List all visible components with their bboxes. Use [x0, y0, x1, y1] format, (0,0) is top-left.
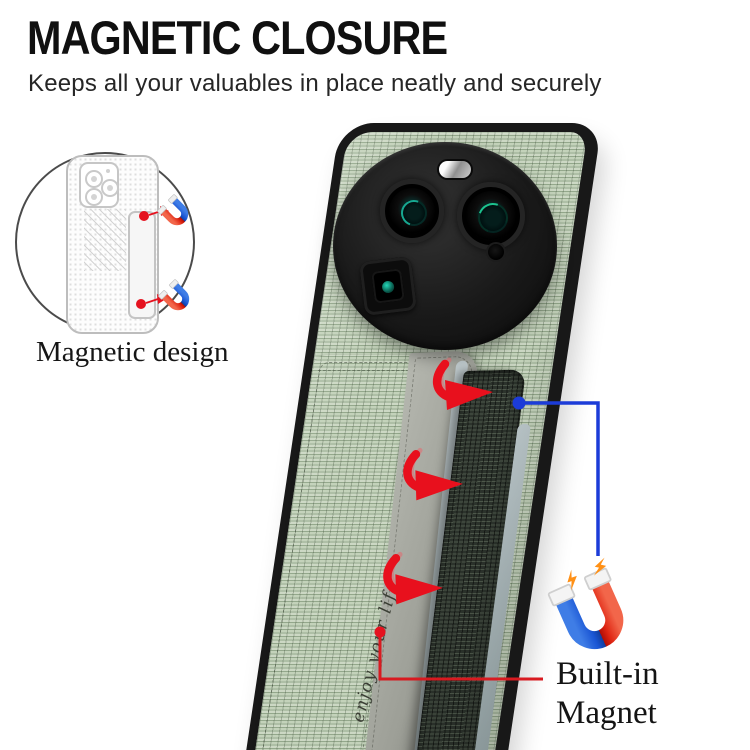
- magnetic-design-label: Magnetic design: [36, 336, 229, 368]
- sketch-lens-icon: [101, 179, 119, 197]
- sketch-flash-icon: [106, 169, 110, 173]
- sketch-hatch: [84, 209, 126, 271]
- page-subtitle: Keeps all your valuables in place neatly…: [28, 70, 602, 97]
- page-title: MAGNETIC CLOSURE: [27, 11, 448, 64]
- phone-sketch: [66, 155, 159, 334]
- camera-module: [333, 142, 557, 350]
- lightning-spark-icon: [593, 557, 607, 576]
- built-in-magnet-label: Built-in Magnet: [556, 655, 659, 733]
- lightning-spark-icon: [567, 569, 577, 591]
- built-in-line1: Built-in: [556, 656, 659, 692]
- built-in-line2: Magnet: [556, 695, 657, 731]
- horseshoe-magnet-icon: [547, 567, 624, 650]
- sketch-lens-icon: [85, 188, 103, 206]
- flash-icon: [439, 161, 471, 178]
- camera-sensor-icon: [488, 244, 504, 260]
- lens-glint: [473, 198, 513, 238]
- camera-lens-icon: [457, 182, 525, 250]
- periscope-glass: [381, 280, 395, 294]
- sketch-lens-icon: [85, 170, 103, 188]
- lens-glint: [396, 195, 432, 231]
- sketch-card-slot: [128, 211, 156, 319]
- periscope-lens-icon: [358, 256, 418, 316]
- sketch-camera: [79, 162, 119, 208]
- camera-lens-icon: [380, 179, 444, 243]
